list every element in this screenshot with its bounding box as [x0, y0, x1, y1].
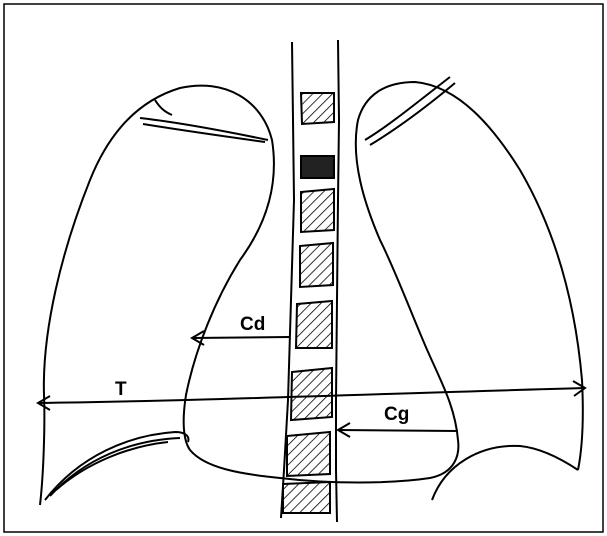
vertebra — [301, 189, 334, 232]
cd-line — [192, 337, 290, 338]
vertebra — [300, 243, 333, 287]
label-t: T — [115, 379, 127, 400]
vertebra — [301, 93, 334, 124]
label-cg: Cg — [384, 404, 409, 425]
vertebra — [287, 432, 330, 476]
vertebra — [291, 368, 332, 420]
label-cd: Cd — [240, 314, 265, 335]
right-lung — [40, 86, 274, 505]
vertebra — [301, 156, 334, 178]
vertebra — [283, 482, 330, 513]
cg-line — [338, 430, 458, 431]
vertebra — [296, 301, 332, 348]
